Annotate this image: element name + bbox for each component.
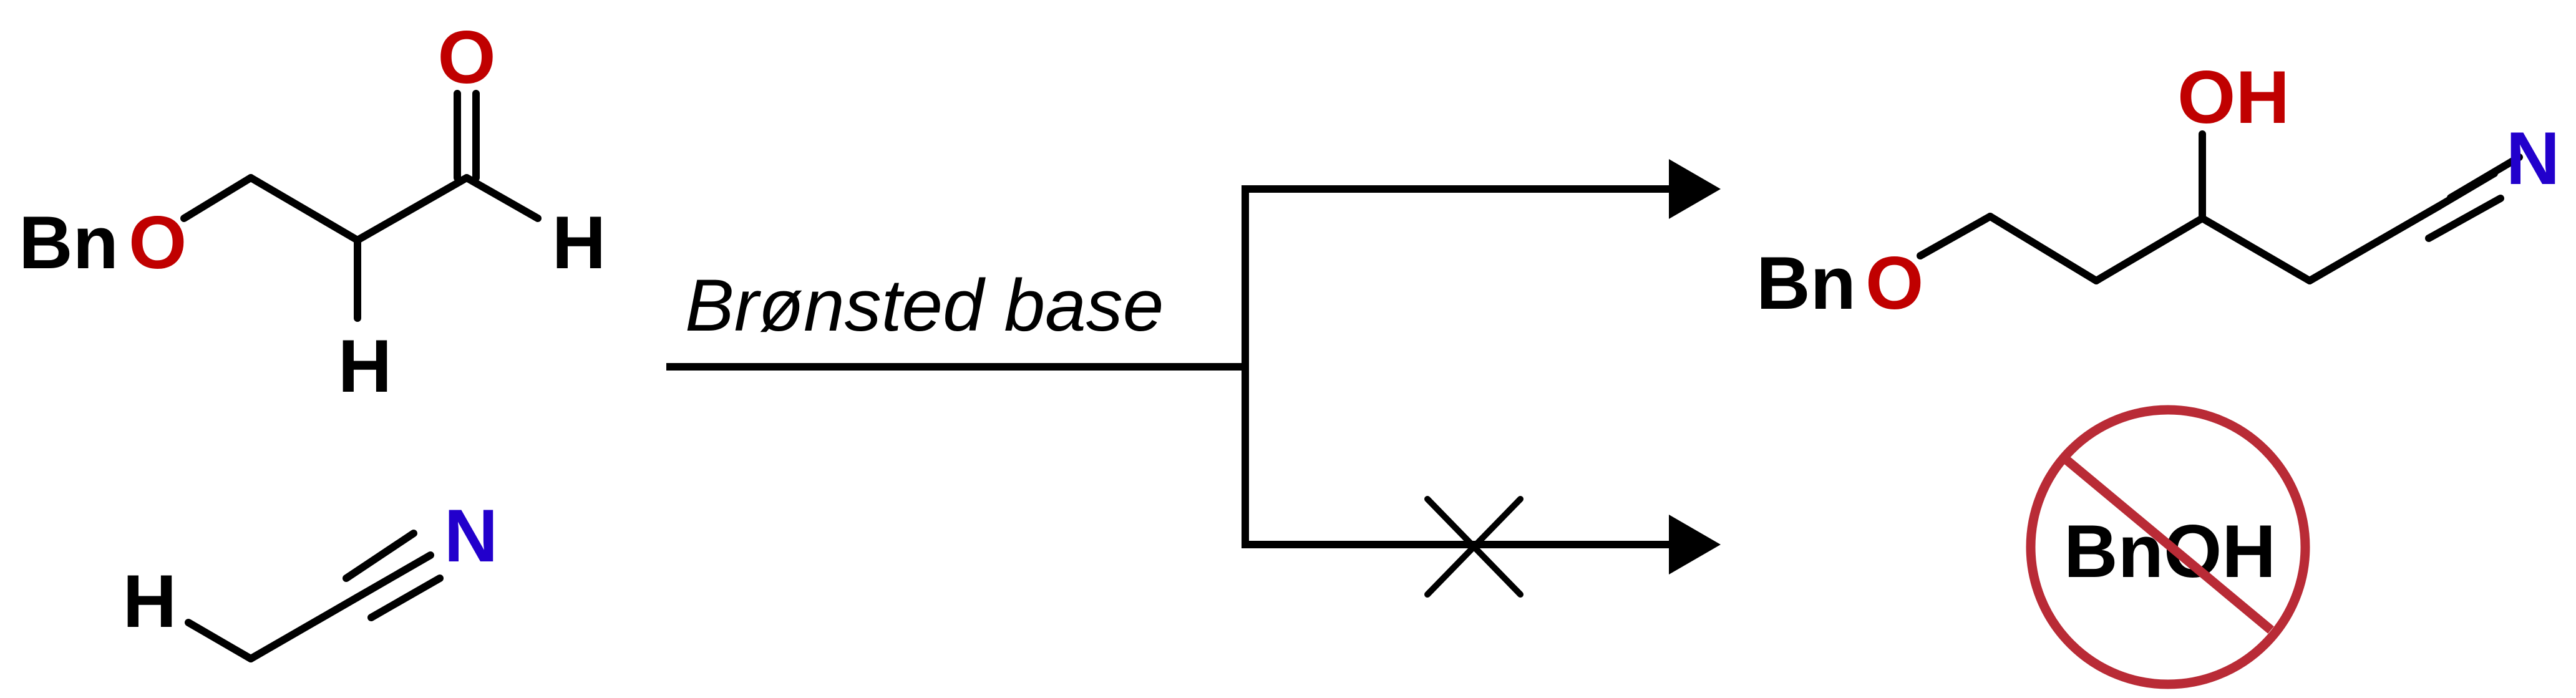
arrow-lower-head [1669, 515, 1721, 574]
aldehyde-ether-oxygen: O [129, 201, 187, 284]
hydroxynitrile-product: Bn O OH N [1756, 56, 2560, 325]
aldehyde-carbonyl-oxygen: O [437, 16, 495, 99]
product-bonds [1917, 130, 2523, 284]
benzyl-alcohol-side-product: BnOH [2026, 405, 2310, 689]
acetonitrile-reactant: H N [123, 494, 498, 662]
blocked-pathway-cross [1424, 496, 1524, 598]
bond-ch2-cho [354, 174, 470, 244]
bond-o-ch2 [1917, 213, 1994, 259]
acetonitrile-hydrogen: H [123, 560, 177, 643]
acetonitrile-bonds [185, 530, 444, 662]
product-ether-oxygen: O [1865, 241, 1923, 325]
bond-triple-lower [367, 574, 444, 621]
acetonitrile-nitrogen: N [444, 494, 498, 578]
bond-ch2-ch2 [247, 174, 361, 244]
product-protecting-group: Bn [1756, 241, 1856, 325]
bond-ch2-cn [247, 594, 361, 662]
bond-triple-upper [343, 530, 417, 582]
bond-o-ch2 [180, 174, 255, 222]
aldehyde-alpha-hydrogen: H [338, 324, 392, 408]
product-nitrogen: N [2506, 117, 2560, 200]
aldehyde-hydrogen: H [552, 201, 606, 284]
prohibition-circle [2026, 405, 2310, 689]
bond-ch2-ch2 [1986, 213, 2100, 284]
prohibition-slash [2059, 453, 2274, 634]
bond-triple-center [353, 551, 434, 601]
aldehyde-protecting-group: Bn [19, 201, 119, 284]
aldehyde-reactant: Bn O O H H [19, 16, 606, 408]
bond-ch2-cn [2306, 202, 2443, 284]
bond-c-aldehyde-h [463, 174, 542, 222]
arrow-upper-head [1669, 159, 1721, 219]
reagent-label: Brønsted base [685, 264, 1164, 347]
aldehyde-bonds [180, 90, 542, 322]
bond-h-ch2 [185, 619, 255, 662]
bond-choh-ch2 [2199, 215, 2313, 284]
bond-ch2-choh [2092, 215, 2206, 284]
reaction-arrows: Brønsted base [666, 159, 1721, 598]
bond-triple-lower [2425, 195, 2504, 242]
product-hydroxyl: OH [2177, 56, 2290, 139]
bond-triple-upper [2447, 153, 2523, 201]
